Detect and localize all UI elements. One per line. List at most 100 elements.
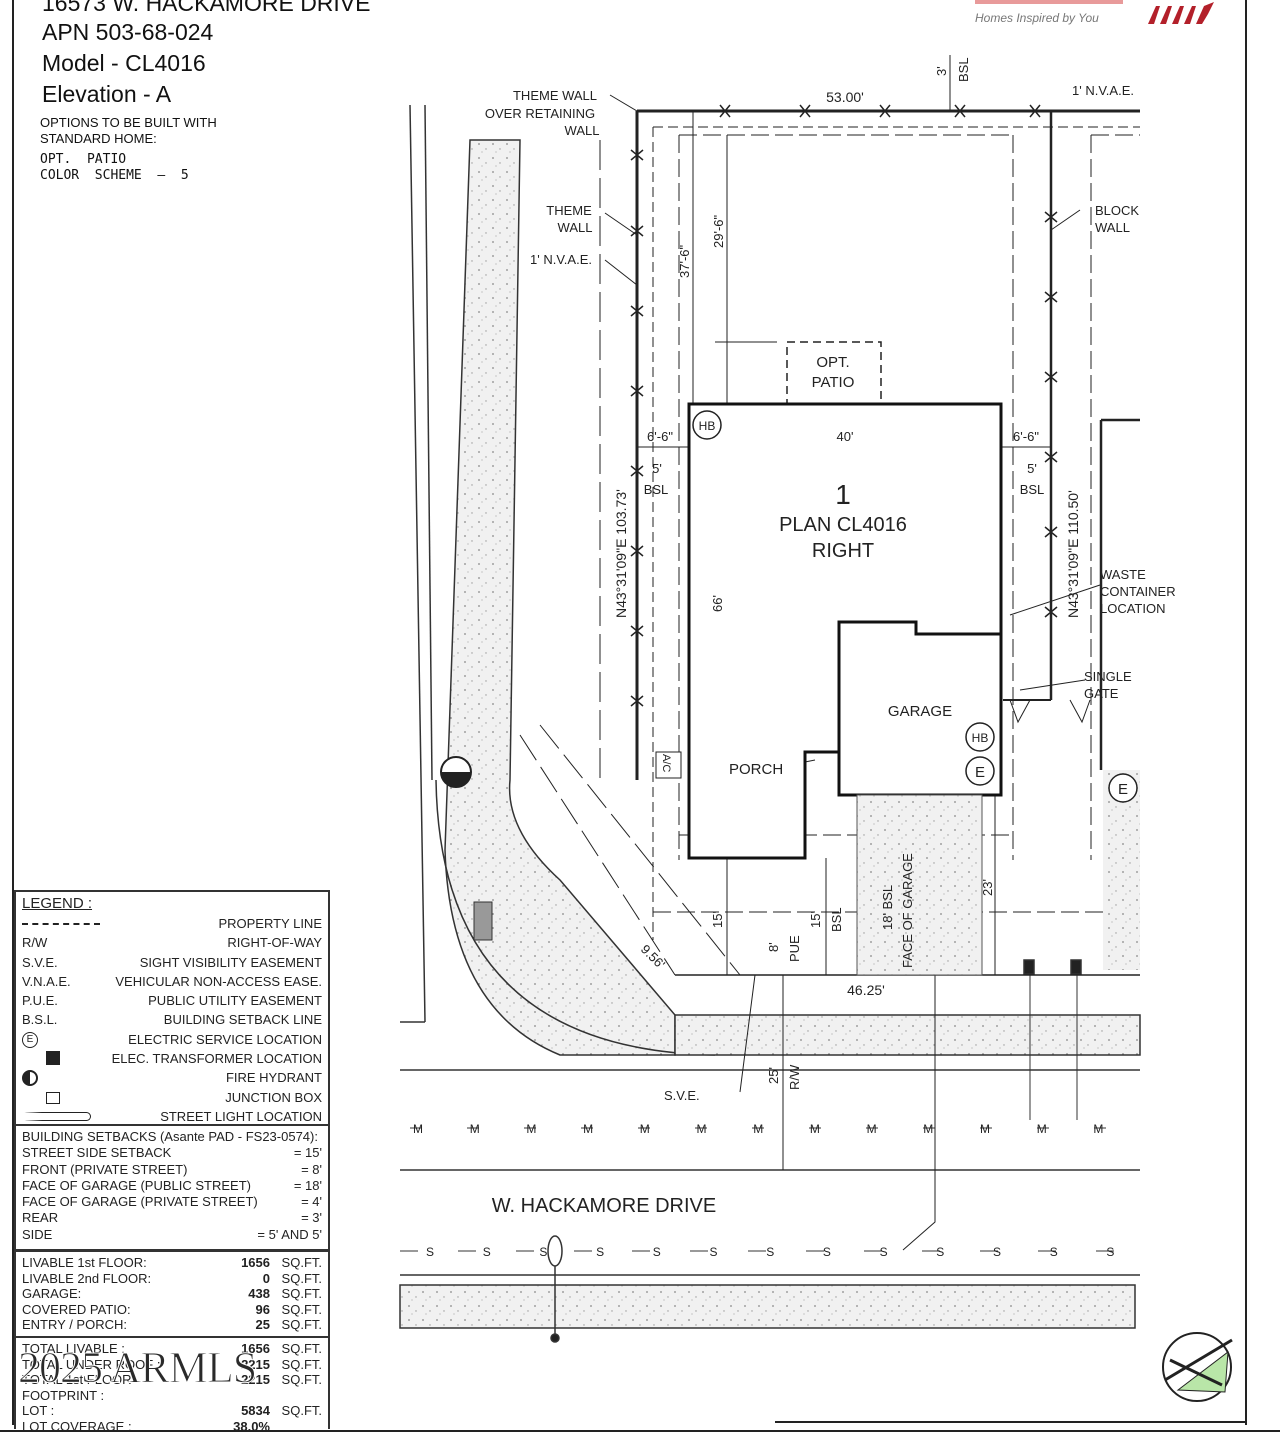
water-line-mark: M [640, 1122, 650, 1136]
legend-symbol: R/W [22, 935, 48, 951]
setback-label: SIDE [22, 1226, 53, 1242]
area-value: 5834 [241, 1403, 270, 1419]
logo-tagline: Homes Inspired by You [975, 11, 1099, 25]
legend-label: VEHICULAR NON-ACCESS EASE. [115, 973, 322, 989]
area-value: 1656 [241, 1255, 270, 1270]
dashed-line-icon [22, 923, 100, 925]
label-rear-bsl: BSL [956, 57, 971, 82]
sewer-line-mark: S [539, 1245, 547, 1259]
legend-title: LEGEND : [22, 895, 93, 912]
sewer-line-mark: S [823, 1245, 831, 1259]
area-value: 438 [248, 1286, 270, 1302]
area-value: 0 [262, 1270, 270, 1286]
sewer-line-mark: S [936, 1245, 944, 1259]
setback-rows: STREET SIDE SETBACK= 15'FRONT (PRIVATE S… [16, 1145, 328, 1243]
label-house-depth: 66' [710, 595, 725, 612]
setback-value: = 3' [301, 1210, 322, 1226]
label-pue: PUE [787, 935, 802, 962]
label-rear-yard-dim: 29'-6" [711, 214, 726, 248]
legend-label: SIGHT VISIBILITY EASEMENT [139, 954, 322, 970]
label-bsl-15: 15' [808, 911, 823, 928]
ac-pad [655, 751, 682, 779]
garage-outline [837, 620, 1001, 795]
north-arrow-icon [1162, 1332, 1233, 1402]
label-gate: GATE [1084, 686, 1119, 701]
label-face-of-garage: FACE OF GARAGE [900, 853, 915, 968]
label-nvae-right: 1' N.V.A.E. [1072, 83, 1134, 98]
legend-label: PUBLIC UTILITY EASEMENT [148, 993, 322, 1009]
label-bsl-left: BSL [644, 482, 669, 497]
area-label: TOTAL 1st FLOOR FOOTPRINT : [22, 1372, 132, 1403]
area-value: 2215 [241, 1356, 270, 1372]
legend-row: FIRE HYDRANT [16, 1068, 328, 1087]
sewer-line-mark: S [483, 1245, 491, 1259]
house-footprint [687, 402, 1003, 860]
label-ac: A/C [660, 754, 672, 772]
area-unit: SQ.FT. [281, 1301, 322, 1317]
transformer-icon [46, 1051, 60, 1066]
fire-hydrant-icon [22, 1070, 38, 1087]
label-corner-dim: 9.56' [638, 942, 668, 972]
legend-row: S.V.E.SIGHT VISIBILITY EASEMENT [16, 953, 328, 972]
option-item: OPT. PATIO [40, 152, 127, 167]
options-title-2: STANDARD HOME: [40, 131, 157, 146]
sewer-line-mark: S [766, 1245, 774, 1259]
hose-bib-icon [965, 722, 995, 752]
area-label: LOT : [22, 1403, 55, 1419]
area-value: 2215 [241, 1372, 270, 1388]
label-house-width: 40' [837, 429, 854, 444]
legend-label: PROPERTY LINE [218, 916, 322, 931]
label-electric-2: E [1118, 781, 1128, 798]
label-block-wall: WALL [1095, 220, 1130, 235]
sewer-line-mark: S [1050, 1245, 1058, 1259]
legend-row: V.N.A.E.VEHICULAR NON-ACCESS EASE. [16, 972, 328, 991]
legend-row: P.U.E. PUBLIC UTILITY EASEMENT [16, 991, 328, 1010]
side-street [400, 104, 716, 1056]
mls-watermark: 2025 ARMLS [17, 1343, 257, 1393]
street-light-icon [547, 1235, 563, 1267]
legend-symbol: P.U.E. [22, 993, 58, 1009]
setback-value: = 4' [301, 1194, 322, 1210]
label-driveway-dim: 23' [980, 879, 995, 896]
sewer-line-mark: S [426, 1245, 434, 1259]
label-wall: WALL [565, 123, 600, 138]
setback-row: FRONT (PRIVATE STREET)= 8' [16, 1162, 328, 1178]
label-waste: WASTE [1100, 567, 1146, 582]
setback-label: FACE OF GARAGE (PRIVATE STREET) [22, 1194, 258, 1210]
area-unit: SQ.FT. [281, 1255, 322, 1270]
water-line-mark: M [753, 1122, 763, 1136]
label-left-bearing: N43°31'09"E 103.73' [613, 489, 629, 618]
area-unit: SQ.FT. [281, 1372, 322, 1388]
area-label: ENTRY / PORCH: [22, 1317, 127, 1333]
area-unit: SQ.FT. [281, 1341, 322, 1356]
legend-row: ELEC. TRANSFORMER LOCATION [16, 1049, 328, 1068]
sewer-line-mark: S [596, 1245, 604, 1259]
setback-row: STREET SIDE SETBACK= 15' [16, 1145, 328, 1161]
option-item: COLOR SCHEME – 5 [40, 168, 189, 183]
label-hb-2: HB [972, 731, 989, 745]
water-line-mark: M [1037, 1122, 1047, 1136]
area-value: 1656 [241, 1341, 270, 1356]
label-rw: R/W [787, 1064, 802, 1090]
setback-value: = 5' AND 5' [257, 1226, 322, 1242]
hose-bib-icon [692, 410, 722, 440]
area-label: TOTAL UNDER ROOF : [22, 1356, 161, 1372]
options-title-1: OPTIONS TO BE BUILT WITH [40, 115, 217, 130]
label-bsl-front: BSL [829, 907, 844, 932]
label-front-width: 46.25' [847, 982, 885, 998]
area-label: LIVABLE 2nd FLOOR: [22, 1270, 152, 1286]
water-line-mark: M [980, 1122, 990, 1136]
label-right-bearing: N43°31'09"E 110.50' [1065, 490, 1081, 618]
legend-symbol: B.S.L. [22, 1012, 58, 1028]
model: Model - CL4016 [42, 50, 206, 76]
setback-label: STREET SIDE SETBACK [22, 1145, 172, 1161]
water-line-mark: M [1093, 1122, 1103, 1136]
